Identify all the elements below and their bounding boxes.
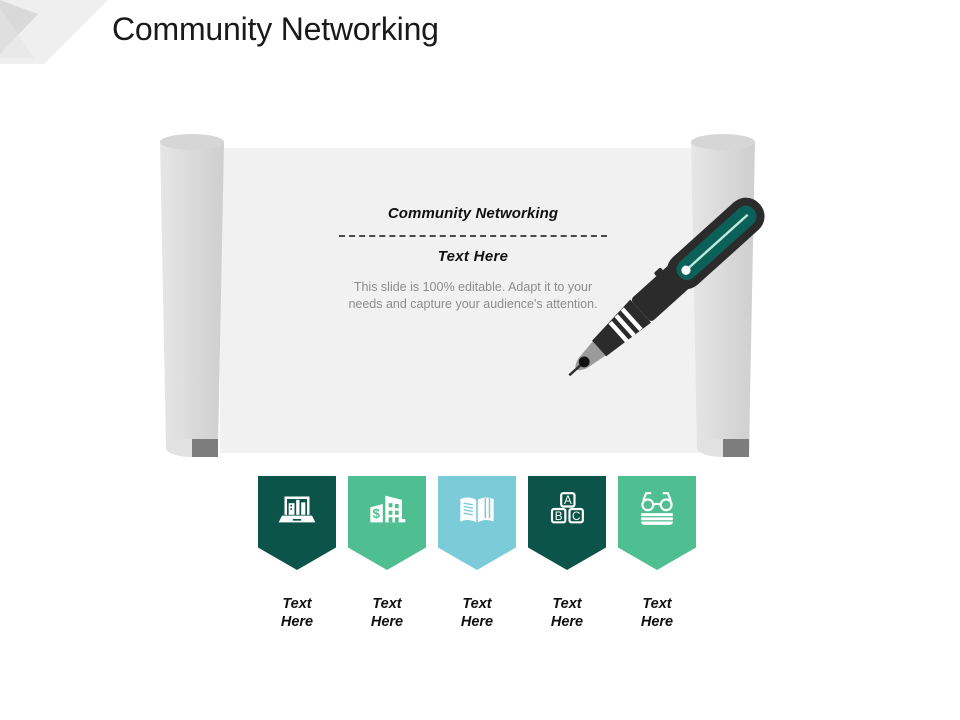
badge-label: Text Here: [370, 596, 404, 630]
svg-text:$: $: [372, 506, 380, 521]
scroll-roll-left-icon: [160, 134, 224, 457]
laptop-buildings-icon: [278, 496, 316, 523]
svg-text:A: A: [564, 494, 572, 507]
scroll-banner: Community Networking Text Here This slid…: [145, 130, 815, 500]
badge-item[interactable]: A B C Text Here: [528, 476, 606, 641]
badge-shape[interactable]: [258, 476, 336, 570]
svg-text:B: B: [555, 510, 563, 523]
badge-label: Text Here: [460, 596, 494, 630]
open-book-icon: [460, 497, 494, 523]
abc-blocks-icon: A B C: [550, 492, 584, 524]
scroll-text-block: Community Networking Text Here This slid…: [337, 205, 609, 313]
badge-background: [258, 476, 336, 570]
scroll-body-text: This slide is 100% editable. Adapt it to…: [348, 280, 598, 311]
glasses-books-icon: [641, 492, 673, 525]
badge-label: Text Here: [550, 596, 584, 630]
scroll-roll-right-icon: [691, 134, 755, 457]
scroll-heading: Community Networking: [387, 205, 559, 222]
scroll-roll-right: [679, 130, 767, 475]
svg-text:C: C: [572, 510, 580, 523]
badge-background: [348, 476, 426, 570]
badge-item[interactable]: Text Here: [438, 476, 516, 641]
scroll-divider: [339, 235, 607, 237]
badge-label: Text Here: [280, 596, 314, 630]
badge-shape[interactable]: $: [348, 476, 426, 570]
badge-background: [528, 476, 606, 570]
badge-shape[interactable]: [618, 476, 696, 570]
badge-row: Text Here $: [258, 476, 702, 641]
badge-item[interactable]: $ Text Here: [348, 476, 426, 641]
badge-item[interactable]: Text Here: [618, 476, 696, 641]
folded-corner-decoration: [0, 0, 108, 64]
badge-background: [438, 476, 516, 570]
folded-corner-icon: [0, 0, 108, 64]
badge-shape[interactable]: [438, 476, 516, 570]
scroll-subheading: Text Here: [437, 248, 509, 265]
badge-label: Text Here: [640, 596, 674, 630]
page-title: Community Networking: [112, 11, 439, 47]
badge-item[interactable]: Text Here: [258, 476, 336, 641]
scroll-roll-left: [148, 130, 236, 475]
bank-building-dollar-icon: $: [370, 495, 406, 523]
badge-shape[interactable]: A B C: [528, 476, 606, 570]
